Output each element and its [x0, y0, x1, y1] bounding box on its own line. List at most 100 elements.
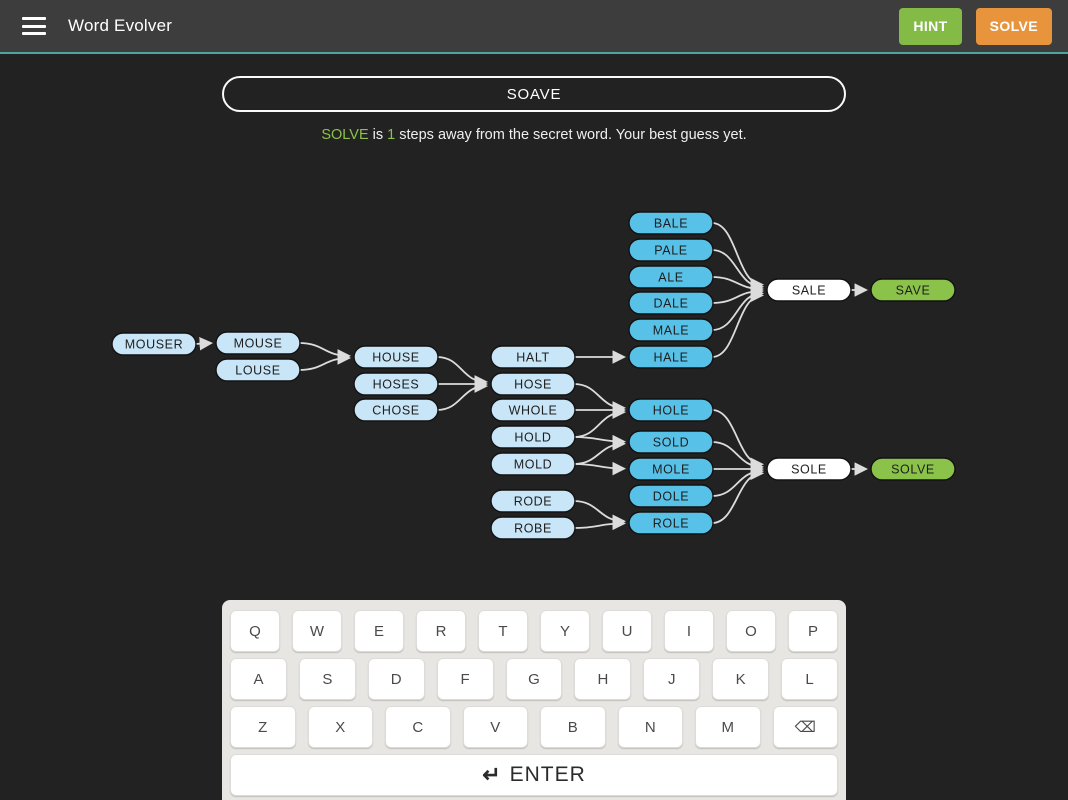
hint-button[interactable]: HINT	[899, 7, 962, 45]
top-bar: Word Evolver HINT SOLVE	[0, 0, 1068, 54]
svg-text:SAVE: SAVE	[896, 284, 931, 298]
svg-text:CHOSE: CHOSE	[372, 404, 419, 418]
edge-ROBE-ROLE	[573, 516, 627, 531]
key-I[interactable]: I	[664, 610, 714, 652]
key-A[interactable]: A	[230, 658, 287, 700]
status-rest: steps away from the secret word. Your be…	[395, 127, 747, 143]
word-node-MOLE: MOLE	[628, 457, 714, 481]
key-R[interactable]: R	[416, 610, 466, 652]
key-Z[interactable]: Z	[230, 706, 296, 748]
svg-text:MOLE: MOLE	[652, 463, 690, 477]
svg-text:WHOLE: WHOLE	[509, 404, 558, 418]
word-node-HOLE: HOLE	[628, 398, 714, 422]
hamburger-menu-icon[interactable]	[22, 17, 46, 35]
svg-text:MOUSE: MOUSE	[234, 337, 283, 351]
word-node-SOLD: SOLD	[628, 430, 714, 454]
edge-CHOSE-HOSE	[436, 379, 489, 411]
key-L[interactable]: L	[781, 658, 839, 700]
status-steps-count: 1	[387, 127, 396, 143]
edge-HOUSE-HOSE	[436, 356, 489, 389]
svg-text:HALE: HALE	[653, 351, 688, 365]
key-T[interactable]: T	[478, 610, 528, 652]
key-B[interactable]: B	[540, 706, 606, 748]
edge-HOLE-SOLE	[711, 409, 765, 472]
word-node-DALE: DALE	[628, 291, 714, 315]
key-Y[interactable]: Y	[540, 610, 590, 652]
key-F[interactable]: F	[436, 658, 494, 700]
word-node-CHOSE: CHOSE	[353, 398, 439, 422]
svg-text:SOLVE: SOLVE	[891, 463, 935, 477]
svg-text:HALT: HALT	[516, 351, 549, 365]
svg-text:ALE: ALE	[658, 271, 683, 285]
word-node-DOLE: DOLE	[628, 484, 714, 508]
key-P[interactable]: P	[788, 610, 838, 652]
word-node-ROLE: ROLE	[628, 511, 714, 535]
keyboard-row-enter: ↵ ENTER	[230, 754, 838, 796]
word-node-PALE: PALE	[628, 238, 714, 262]
word-node-MOUSER: MOUSER	[111, 332, 197, 356]
svg-text:BALE: BALE	[654, 217, 688, 231]
edge-ROLE-SOLE	[711, 466, 765, 524]
svg-text:HOLE: HOLE	[653, 404, 689, 418]
word-node-HALT: HALT	[490, 345, 576, 369]
key-V[interactable]: V	[462, 706, 528, 748]
edge-HOLD-SOLD	[573, 434, 627, 449]
key-H[interactable]: H	[574, 658, 632, 700]
key-Q[interactable]: Q	[230, 610, 280, 652]
edge-RODE-ROLE	[573, 500, 627, 528]
status-is: is	[368, 127, 388, 143]
word-node-BALE: BALE	[628, 211, 714, 235]
word-node-ROBE: ROBE	[490, 516, 576, 540]
word-node-RODE: RODE	[490, 489, 576, 513]
status-guess-word: SOLVE	[321, 127, 369, 143]
edge-MOUSE-HOUSE	[298, 342, 352, 363]
edge-HOLD-HOLE	[573, 405, 627, 438]
status-message: SOLVE is 1 steps away from the secret wo…	[0, 127, 1068, 143]
svg-text:DALE: DALE	[653, 297, 688, 311]
word-node-SALE: SALE	[766, 278, 852, 302]
svg-text:ROBE: ROBE	[514, 522, 552, 536]
svg-text:HOSES: HOSES	[373, 378, 420, 392]
svg-text:MOUSER: MOUSER	[125, 338, 183, 352]
key-M[interactable]: M	[695, 706, 761, 748]
svg-text:LOUSE: LOUSE	[235, 364, 280, 378]
return-arrow-icon: ↵	[482, 762, 502, 787]
key-E[interactable]: E	[354, 610, 404, 652]
key-D[interactable]: D	[367, 658, 425, 700]
svg-text:MOLD: MOLD	[514, 458, 553, 472]
key-N[interactable]: N	[617, 706, 683, 748]
key-J[interactable]: J	[643, 658, 701, 700]
svg-text:PALE: PALE	[654, 244, 687, 258]
key-W[interactable]: W	[292, 610, 342, 652]
key-K[interactable]: K	[712, 658, 770, 700]
word-node-LOUSE: LOUSE	[215, 358, 301, 382]
key-S[interactable]: S	[298, 658, 356, 700]
key-X[interactable]: X	[307, 706, 373, 748]
word-node-SAVE: SAVE	[870, 278, 956, 302]
word-node-SOLVE: SOLVE	[870, 457, 956, 481]
svg-text:SOLE: SOLE	[791, 463, 827, 477]
backspace-key[interactable]: ⌫	[772, 706, 838, 748]
word-node-HOSES: HOSES	[353, 372, 439, 396]
key-U[interactable]: U	[602, 610, 652, 652]
svg-text:ROLE: ROLE	[653, 517, 689, 531]
edge-HALE-SALE	[711, 288, 765, 358]
edge-BALE-SALE	[711, 222, 765, 292]
word-node-WHOLE: WHOLE	[490, 398, 576, 422]
word-node-HOSE: HOSE	[490, 372, 576, 396]
edge-MOUSER-MOUSE	[194, 336, 214, 351]
enter-key[interactable]: ↵ ENTER	[230, 754, 838, 796]
edge-LOUSE-HOUSE	[298, 351, 352, 371]
edge-MOLD-SOLD	[573, 437, 627, 465]
key-G[interactable]: G	[505, 658, 563, 700]
key-O[interactable]: O	[726, 610, 776, 652]
guess-input[interactable]: SOAVE	[222, 76, 846, 112]
enter-key-label: ENTER	[509, 763, 586, 786]
key-C[interactable]: C	[385, 706, 451, 748]
svg-text:SALE: SALE	[792, 284, 826, 298]
solve-button[interactable]: SOLVE	[975, 7, 1052, 45]
svg-text:HOSE: HOSE	[514, 378, 552, 392]
